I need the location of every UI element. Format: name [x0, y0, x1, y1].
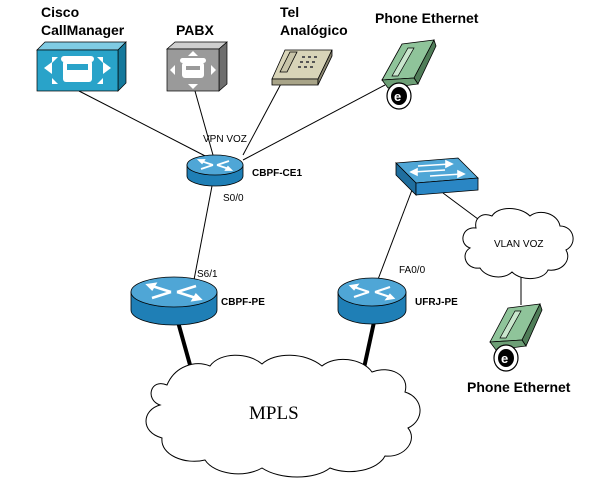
link-cbpfpe-mpls [176, 321, 194, 373]
router-cbpf-pe-icon [130, 276, 218, 326]
mpls-cloud: MPLS [145, 354, 421, 478]
link-phone-ce1 [242, 84, 386, 161]
ufrj-pe-label: UFRJ-PE [415, 297, 458, 308]
mpls-label: MPLS [249, 403, 299, 424]
switch-node [395, 157, 479, 196]
svg-text:e: e [501, 351, 508, 366]
vlan-cloud-shape [462, 208, 574, 279]
callmanager-icon [36, 41, 127, 92]
ip-phone-top-icon: e [381, 38, 437, 110]
ip-phone-top-node: Phone Ethernet e [375, 10, 479, 110]
pabx-icon [166, 41, 228, 92]
s6-1-label: S6/1 [197, 269, 218, 280]
vpn-voz-label: VPN VOZ [203, 134, 247, 145]
connections [78, 79, 522, 305]
analog-phone-node: Tel Analógico [271, 4, 348, 86]
switch-icon [395, 157, 479, 196]
ip-phone-bottom-node: e Phone Ethernet [467, 302, 571, 395]
pabx-node: PABX [166, 22, 228, 92]
svg-text:e: e [394, 89, 401, 104]
s0-0-label: S0/0 [223, 193, 244, 204]
pabx-label: PABX [176, 22, 215, 38]
link-callmanager-ce1 [78, 90, 214, 161]
mpls-cloud-shape [145, 354, 421, 478]
cbpf-pe-label: CBPF-PE [221, 297, 265, 308]
callmanager-node: Cisco CallManager [36, 4, 127, 92]
cbpf-ce1-label: CBPF-CE1 [252, 168, 302, 179]
router-cbpf-pe: S6/1 CBPF-PE [130, 269, 265, 326]
link-ce1-pe [192, 185, 213, 286]
mpls-uplinks [176, 321, 376, 373]
callmanager-label-line2: CallManager [41, 22, 125, 38]
link-ufrjpe-mpls [362, 321, 376, 369]
ip-phone-bottom-label: Phone Ethernet [467, 379, 571, 395]
link-switch-ufrjpe [376, 189, 413, 283]
router-ce1-icon [186, 154, 244, 187]
callmanager-label-line1: Cisco [41, 4, 79, 20]
analog-phone-label-line2: Analógico [280, 22, 348, 38]
router-ufrj-pe-icon [337, 277, 407, 325]
router-cbpf-ce1: VPN VOZ CBPF-CE1 S0/0 [186, 134, 302, 204]
fa0-0-label: FA0/0 [399, 265, 426, 276]
link-tel-ce1 [242, 79, 284, 156]
vlan-voz-cloud: VLAN VOZ [462, 208, 574, 279]
analog-phone-label-line1: Tel [280, 4, 299, 20]
link-pabx-ce1 [194, 90, 214, 156]
ip-phone-top-label: Phone Ethernet [375, 10, 479, 26]
analog-phone-icon [271, 49, 333, 86]
vlan-voz-label: VLAN VOZ [494, 239, 543, 250]
router-ufrj-pe: FA0/0 UFRJ-PE [337, 265, 458, 325]
ip-phone-bottom-icon: e [489, 302, 543, 372]
